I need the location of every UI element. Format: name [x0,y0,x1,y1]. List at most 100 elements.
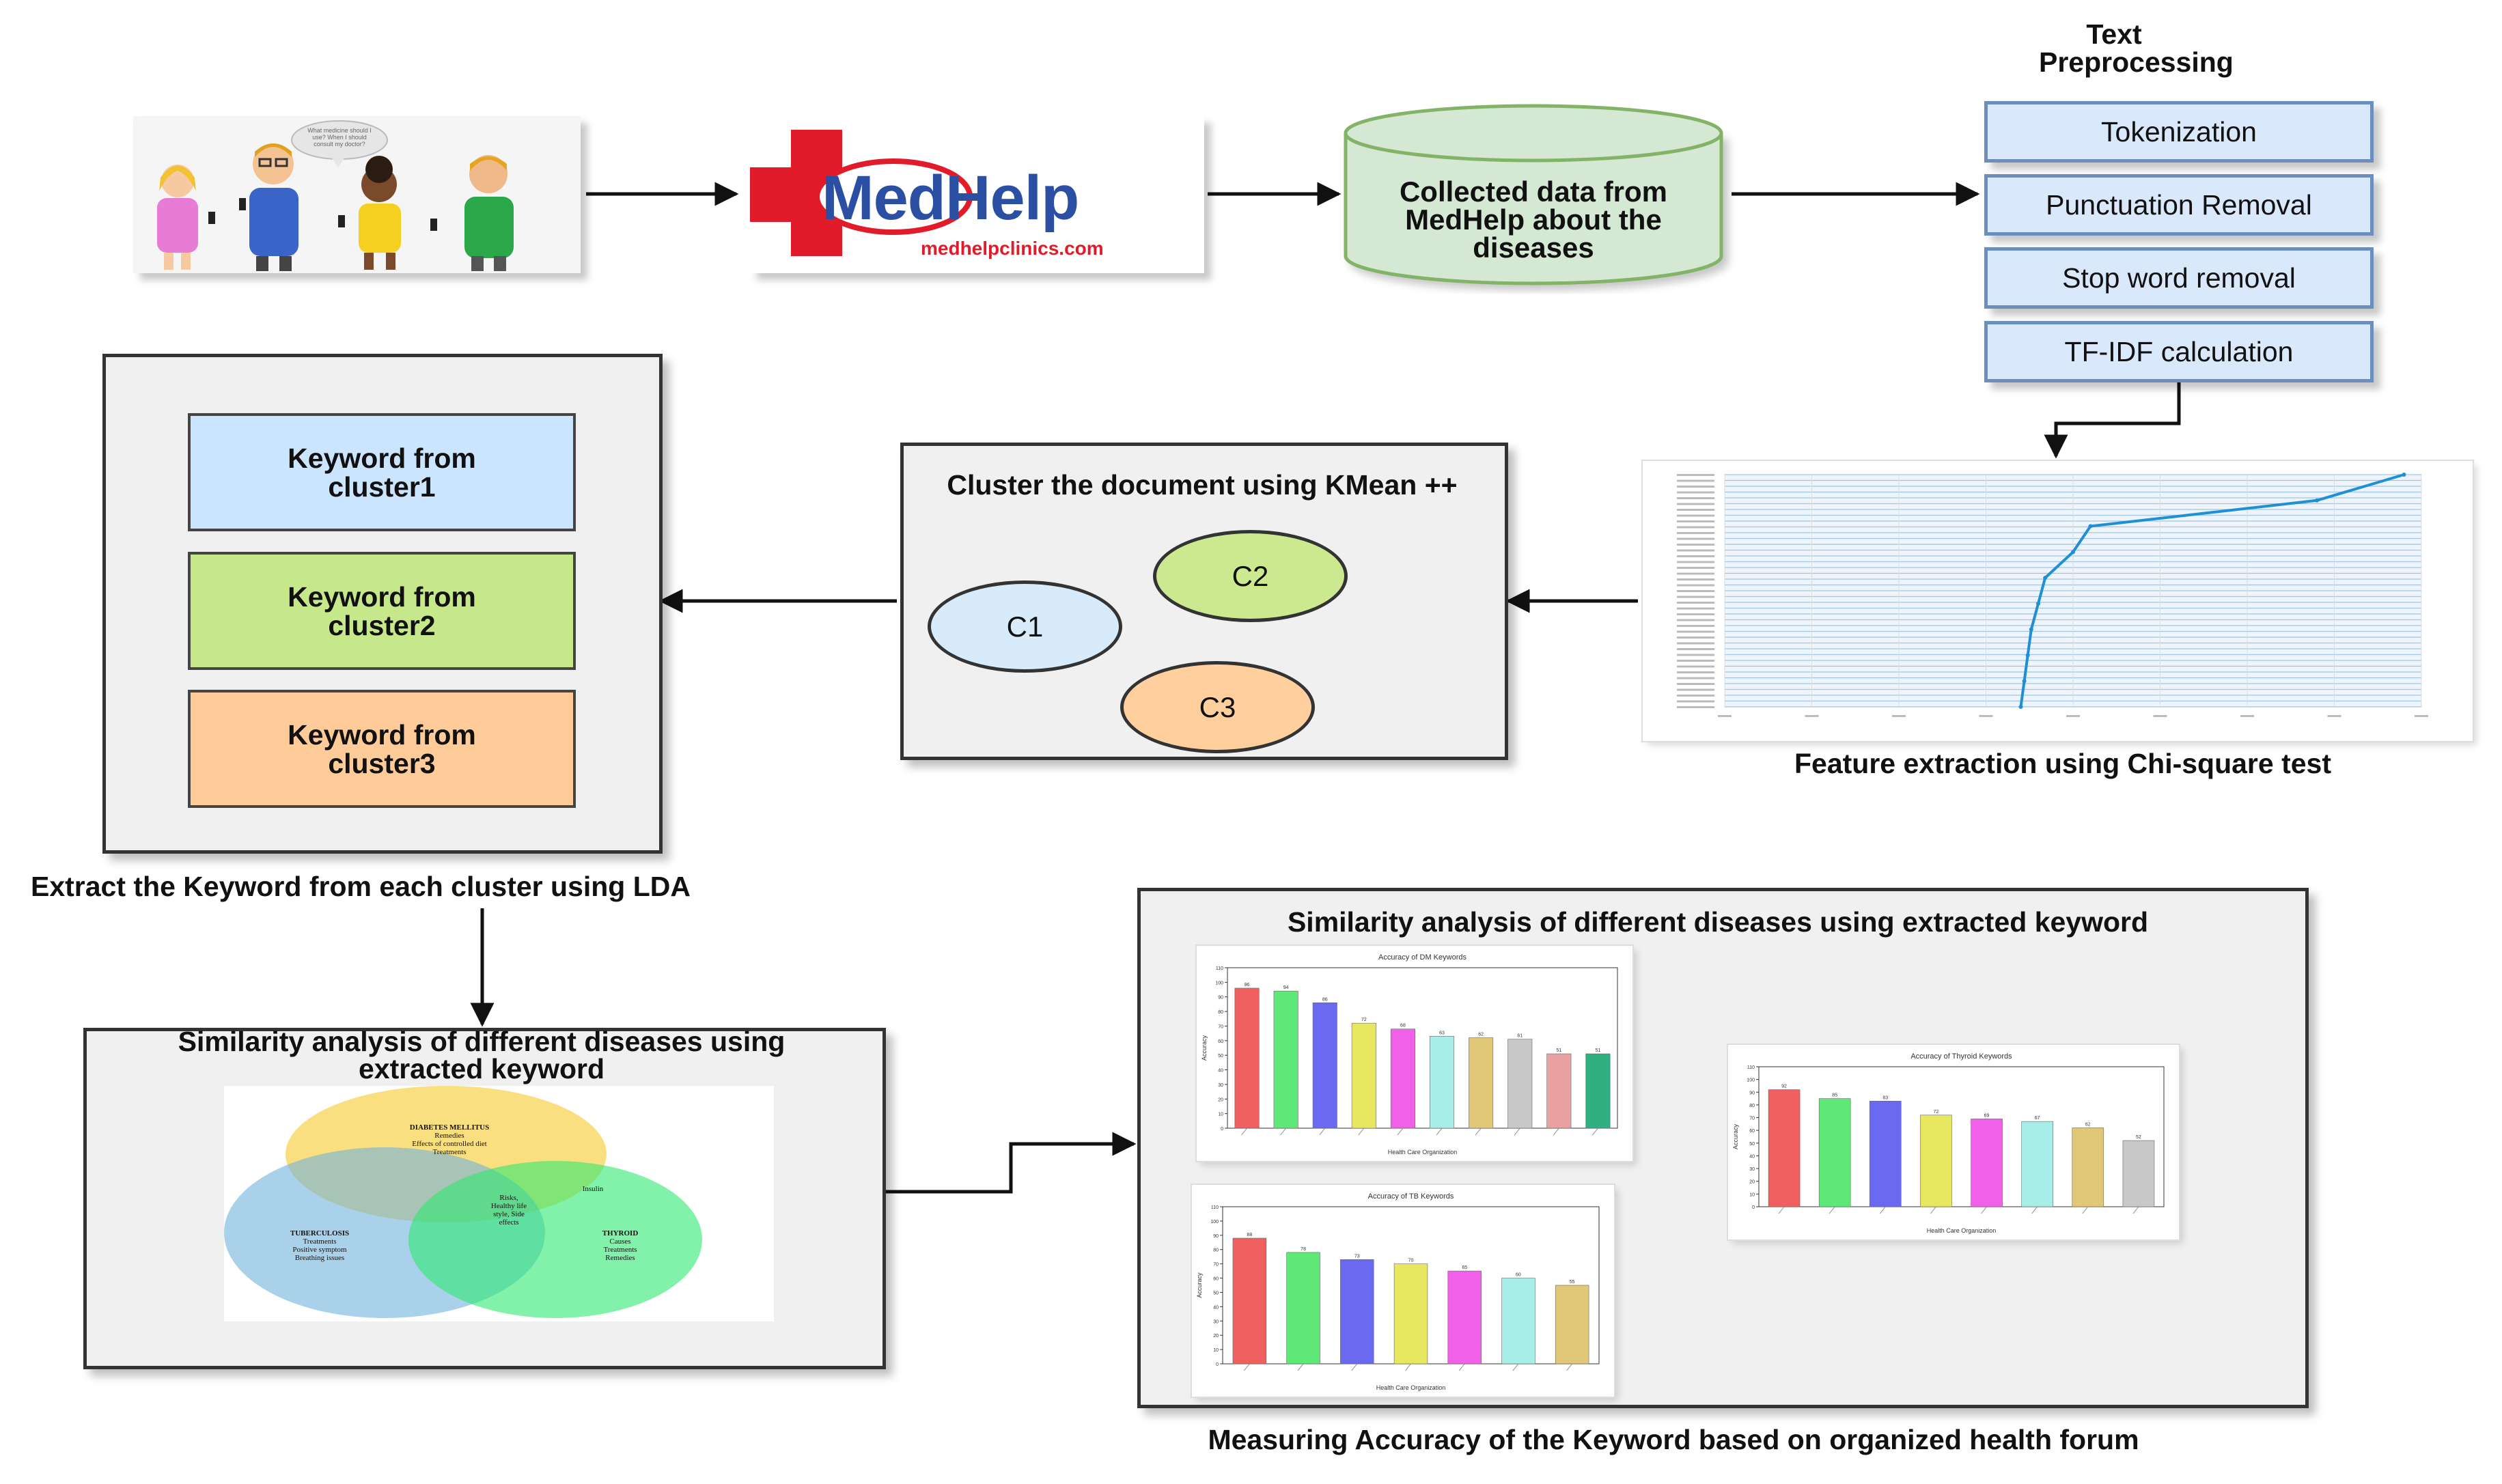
bar [1469,1037,1494,1129]
x-tick-label [2153,715,2167,717]
bar [1585,1053,1611,1129]
x-tick-mark [1241,1128,1247,1136]
feature-label [1677,654,1714,656]
x-tick-mark [1553,1128,1559,1136]
bar-value-label: 73 [1354,1254,1360,1259]
x-tick-mark [1280,1128,1287,1136]
y-tick-label: 40 [1218,1069,1223,1074]
venn-diabetes: DIABETES MELLITUS Remedies Effects of co… [409,1123,490,1156]
x-tick-mark [1405,1363,1411,1371]
bar-value-label: 51 [1596,1048,1601,1053]
database-cylinder [1344,104,1723,285]
speech-bubble-text: What medicine should I use? When I shoul… [307,127,372,148]
x-tick-mark [2031,1206,2038,1214]
bar-value-label: 85 [1832,1093,1837,1098]
y-tick-label: 110 [1747,1065,1755,1070]
feature-label [1677,503,1714,505]
chi-square-point [2036,601,2040,606]
y-tick-label: 40 [1749,1154,1755,1159]
feature-label [1677,665,1714,668]
keyword-caption: Extract the Keyword from each cluster us… [31,871,691,902]
x-tick-label [2240,715,2254,717]
chart-title: Accuracy of TB Keywords [1368,1192,1454,1201]
feature-label [1677,567,1714,569]
x-tick-mark [2132,1206,2139,1214]
feature-label [1677,590,1714,592]
feature-label [1677,695,1714,697]
medhelp-cross-icon [750,130,973,256]
x-tick-mark [1436,1128,1443,1136]
x-tick-label [1892,715,1906,717]
feature-label [1677,526,1714,529]
bar [1351,1022,1376,1129]
bar [1555,1285,1589,1364]
feature-label [1677,636,1714,639]
bar-value-label: 72 [1934,1110,1939,1115]
chi-square-point [2025,653,2030,658]
x-tick-mark [1566,1363,1573,1371]
x-tick-label [2415,715,2428,717]
x-tick-mark [1879,1206,1886,1214]
y-tick-label: 60 [1213,1277,1219,1282]
venn-tuberculosis: TUBERCULOSIS Treatments Positive symptom… [290,1229,350,1262]
feature-label [1677,660,1714,662]
bar [1340,1259,1374,1364]
bar [1546,1053,1572,1129]
x-tick-mark [1514,1128,1520,1136]
bar-value-label: 62 [2085,1122,2091,1127]
feature-label [1677,520,1714,522]
bar-value-label: 69 [1984,1113,1990,1118]
bar-value-label: 65 [1462,1265,1467,1270]
feature-label [1677,474,1714,476]
chart-title: Accuracy of DM Keywords [1378,953,1467,962]
chi-square-point [2029,627,2033,632]
bar [2122,1140,2155,1207]
bar-value-label: 52 [2136,1135,2141,1140]
feature-label [1677,479,1714,482]
bar [1312,1002,1337,1129]
feature-label [1677,596,1714,598]
x-tick-mark [1351,1363,1358,1371]
feature-label [1677,688,1714,691]
feature-label [1677,683,1714,685]
chi-square-point [2018,705,2023,709]
bar-value-label: 72 [1361,1018,1367,1022]
cluster-c1: C1 [928,580,1122,673]
y-tick-label: 70 [1749,1117,1755,1121]
similarity-title: Similarity analysis of different disease… [178,1026,786,1084]
feature-label [1677,578,1714,580]
medhelp-logo-panel: MedHelp medhelpclinics.com [750,116,1204,273]
feature-label [1677,497,1714,499]
x-tick-mark [1243,1363,1250,1371]
cluster-title: Cluster the document using KMean ++ [947,469,1458,501]
feature-label [1677,625,1714,627]
y-tick-label: 50 [1213,1291,1219,1296]
chart-xlabel: Health Care Organization [1388,1149,1458,1156]
y-tick-label: 70 [1218,1024,1223,1029]
y-tick-label: 60 [1218,1039,1223,1044]
y-tick-label: 60 [1749,1129,1755,1134]
bar-value-label: 55 [1570,1280,1575,1285]
y-tick-label: 0 [1221,1127,1223,1132]
bar [1869,1101,1902,1207]
preprocessing-title: Text Preprocessing [2039,18,2234,78]
x-tick-mark [1778,1206,1785,1214]
bar [1920,1115,1952,1207]
bar-value-label: 67 [2035,1116,2040,1121]
bar-value-label: 94 [1283,985,1289,990]
accuracy-title: Similarity analysis of different disease… [1287,906,2149,938]
cluster-c3: C3 [1120,661,1315,753]
chart-xlabel: Health Care Organization [1927,1227,1997,1234]
arrow-preprocessing-to-chart [2044,379,2181,459]
feature-label [1677,642,1714,645]
y-tick-label: 20 [1218,1097,1223,1102]
x-tick-mark [1930,1206,1936,1214]
bar-value-label: 86 [1322,997,1328,1002]
bar [2072,1128,2104,1207]
x-tick-mark [1475,1128,1482,1136]
step-tfidf-calculation: TF-IDF calculation [1984,321,2374,382]
